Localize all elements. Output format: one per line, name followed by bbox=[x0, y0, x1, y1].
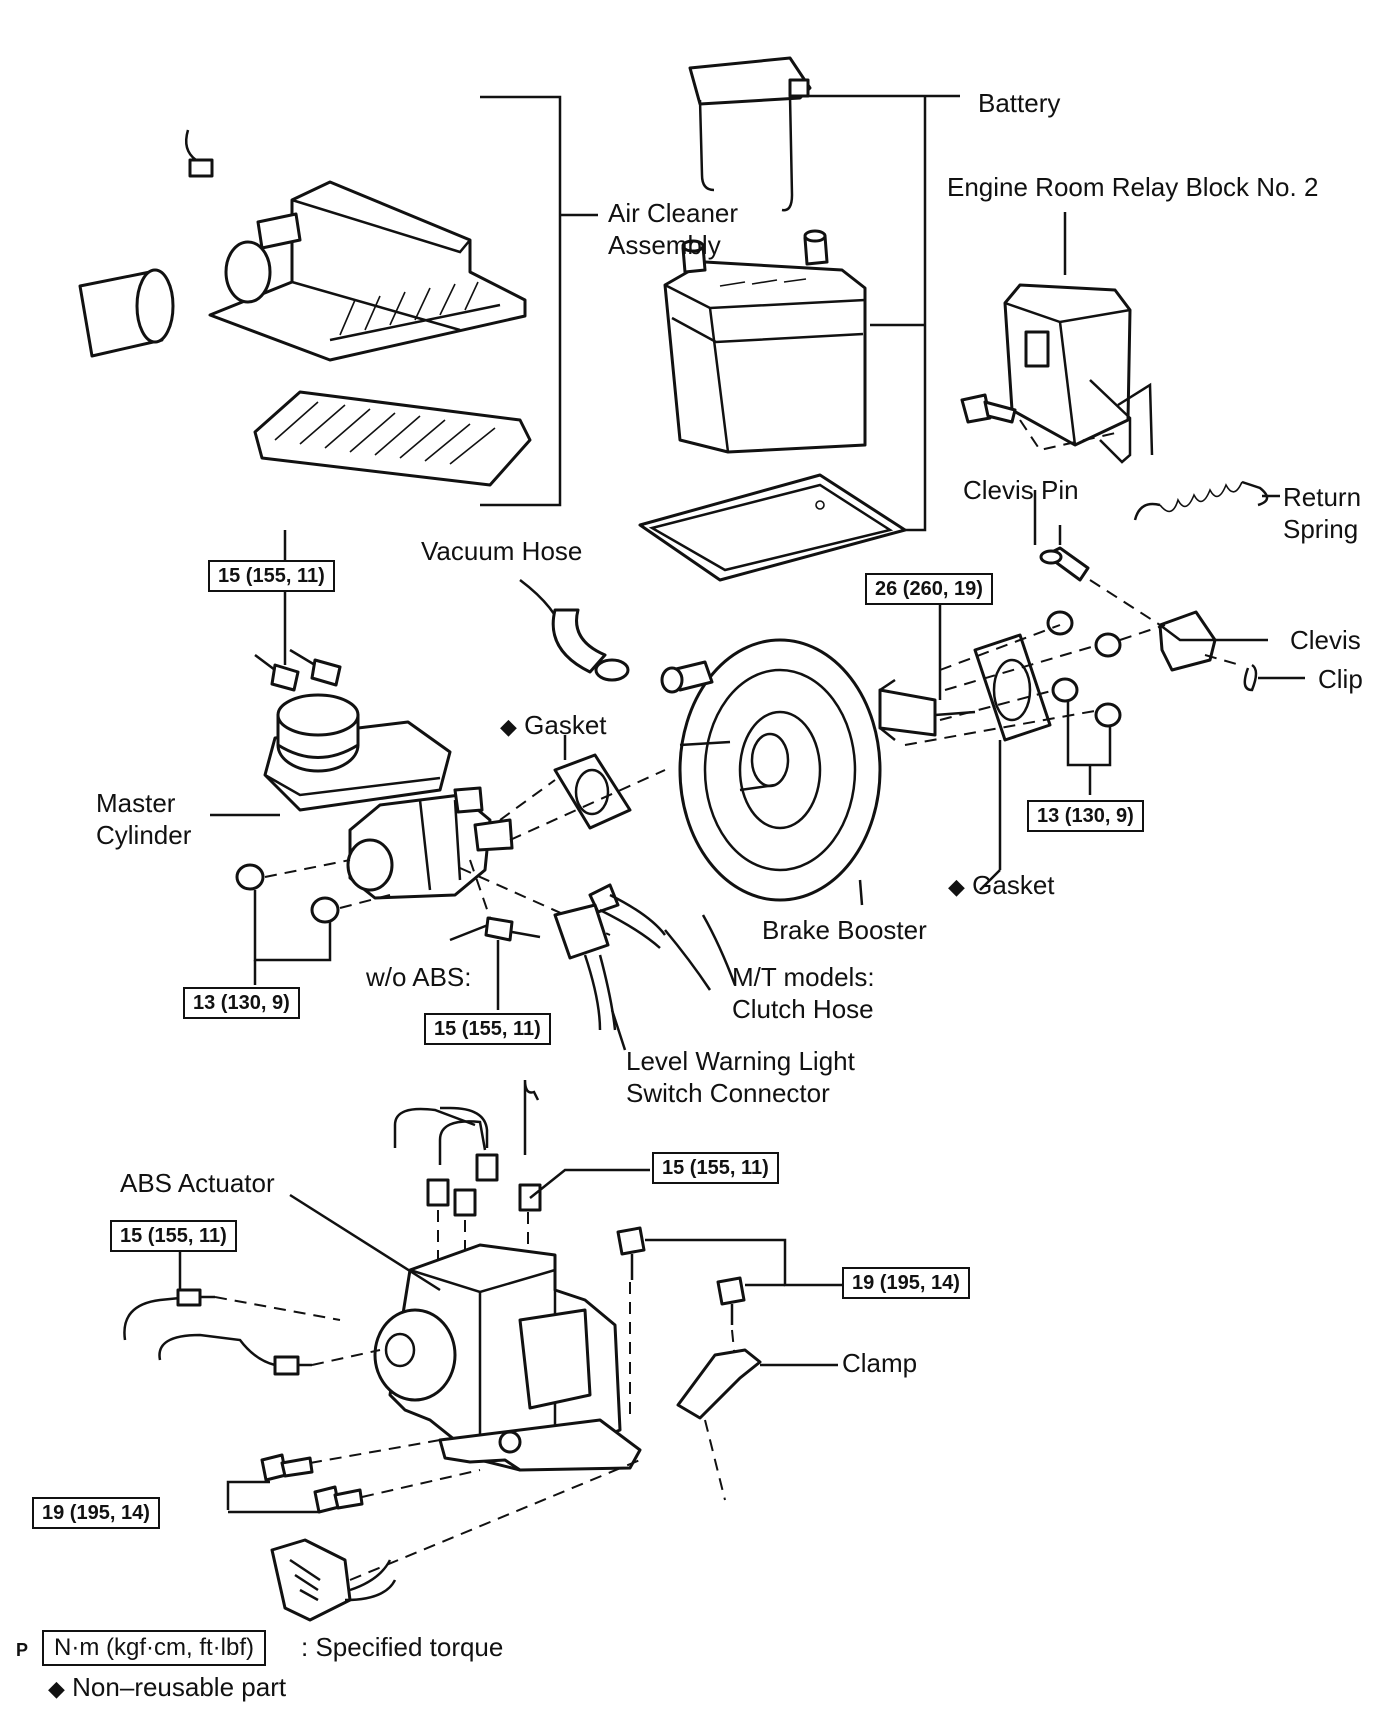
battery-drawing bbox=[638, 56, 960, 582]
level-warning-label-line2: Switch Connector bbox=[626, 1078, 830, 1108]
vacuum-hose-drawing bbox=[519, 579, 630, 682]
legend-nonreusable-text: Non–reusable part bbox=[72, 1672, 287, 1702]
gasket-diamond-1: ◆ bbox=[500, 714, 517, 739]
gasket-diamond-2: ◆ bbox=[948, 874, 965, 899]
clevis-label: Clevis bbox=[1290, 625, 1361, 655]
gasket-text-2: Gasket bbox=[972, 870, 1055, 900]
legend-unit-box: N·m (kgf·cm, ft·lbf) bbox=[42, 1630, 266, 1666]
clip-label: Clip bbox=[1318, 664, 1363, 694]
mt-models-label-line2: Clutch Hose bbox=[732, 994, 874, 1024]
return-spring-label-line2: Spring bbox=[1283, 514, 1359, 544]
brake-booster-drawing bbox=[660, 600, 1166, 906]
abs-actuator-label: ABS Actuator bbox=[120, 1168, 275, 1198]
relay-block-label: Engine Room Relay Block No. 2 bbox=[947, 172, 1319, 202]
vacuum-hose-label: Vacuum Hose bbox=[421, 536, 583, 566]
master-cylinder-label-line2: Cylinder bbox=[96, 820, 192, 850]
level-warning-label-line1: Level Warning Light bbox=[626, 1046, 855, 1076]
gasket-label-2: ◆ Gasket bbox=[948, 870, 1055, 902]
clevis-pin-label: Clevis Pin bbox=[963, 475, 1079, 505]
torque-box-wo-abs: 15 (155, 11) bbox=[424, 1013, 551, 1045]
wo-abs-label: w/o ABS: bbox=[366, 962, 472, 992]
legend-nonreusable: ◆ Non–reusable part bbox=[48, 1672, 286, 1703]
clamp-label: Clamp bbox=[842, 1348, 918, 1378]
torque-box-abs-left-tubes: 15 (155, 11) bbox=[110, 1220, 237, 1252]
gasket-label-1: ◆ Gasket bbox=[500, 710, 607, 742]
master-cylinder-label-line1: Master bbox=[96, 788, 176, 818]
torque-box-master-cyl-top: 15 (155, 11) bbox=[208, 560, 335, 592]
gasket-text-1: Gasket bbox=[524, 710, 607, 740]
torque-box-booster-nuts: 13 (130, 9) bbox=[1027, 800, 1144, 832]
torque-box-abs-tubes: 15 (155, 11) bbox=[652, 1152, 779, 1184]
legend-marker: P bbox=[16, 1640, 29, 1660]
return-spring-drawing bbox=[1133, 480, 1280, 521]
brake-booster-label: Brake Booster bbox=[762, 915, 927, 945]
torque-box-abs-bracket-bolts: 19 (195, 14) bbox=[842, 1267, 970, 1299]
legend-unit-desc: : Specified torque bbox=[301, 1632, 504, 1662]
torque-box-abs-bottom-bolts: 19 (195, 14) bbox=[32, 1497, 160, 1529]
abs-actuator-drawing bbox=[123, 1079, 845, 1622]
legend-diamond: ◆ bbox=[48, 1676, 65, 1701]
return-spring-label-line1: Return bbox=[1283, 482, 1362, 512]
air-cleaner-drawing bbox=[78, 95, 598, 507]
torque-box-master-cyl-nuts: 13 (130, 9) bbox=[183, 987, 300, 1019]
relay-block-drawing bbox=[960, 212, 1154, 464]
torque-box-booster-rod: 26 (260, 19) bbox=[865, 573, 993, 605]
mt-models-label-line1: M/T models: bbox=[732, 962, 875, 992]
air-cleaner-label-line2: Assembly bbox=[608, 230, 721, 260]
air-cleaner-label-line1: Air Cleaner bbox=[608, 198, 739, 228]
master-cylinder-drawing bbox=[210, 530, 712, 1051]
battery-label: Battery bbox=[978, 88, 1061, 118]
clevis-drawing bbox=[1033, 490, 1305, 692]
